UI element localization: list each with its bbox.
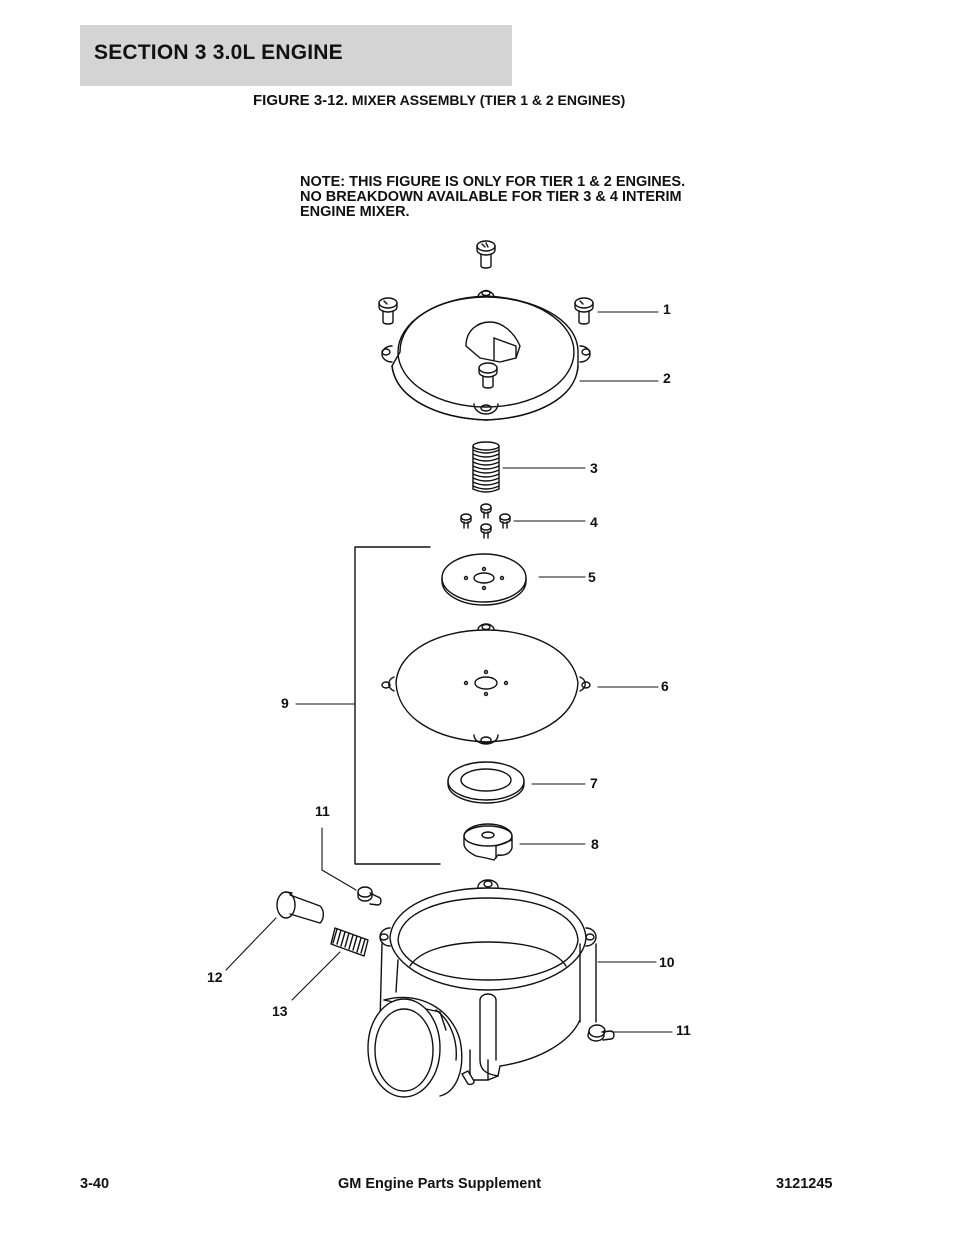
callout-6: 6: [661, 678, 669, 694]
callout-2: 2: [663, 370, 671, 386]
diaphragm-icon: [381, 623, 591, 745]
screw-icon: [574, 297, 594, 325]
callout-13: 13: [272, 1003, 288, 1019]
screw-icon: [378, 297, 398, 325]
callout-5: 5: [588, 569, 596, 585]
page-number: 3-40: [80, 1176, 110, 1192]
small-screw-icon: [499, 513, 511, 529]
figure-caption: MIXER ASSEMBLY (TIER 1 & 2 ENGINES): [351, 92, 626, 108]
callout-11-upper: 11: [315, 803, 330, 819]
screw-icon: [357, 886, 382, 906]
document-number: 3121245: [776, 1176, 833, 1192]
section-header: SECTION 3 3.0L ENGINE: [80, 25, 512, 86]
section-title: SECTION 3 3.0L ENGINE: [94, 41, 343, 64]
assembly-bracket: [354, 546, 441, 865]
callout-4: 4: [590, 514, 598, 530]
callout-labels: 1 2 3 4 5 6 9 7 8 11 10 12 11 13: [207, 301, 691, 1038]
callout-11-lower: 11: [676, 1022, 691, 1038]
leader-lines: [225, 311, 673, 1033]
top-cover-icon: [381, 289, 591, 421]
screw-icon: [478, 362, 498, 389]
callout-1: 1: [663, 301, 671, 317]
figure-note: NOTE: THIS FIGURE IS ONLY FOR TIER 1 & 2…: [300, 175, 685, 220]
callout-7: 7: [590, 775, 598, 791]
spring-icon: [472, 441, 500, 493]
callout-10: 10: [659, 954, 675, 970]
screw-icon: [476, 240, 496, 269]
diaphragm-plate-icon: [441, 553, 527, 606]
small-screw-icon: [480, 503, 492, 519]
callout-3: 3: [590, 460, 598, 476]
note-line: NOTE: THIS FIGURE IS ONLY FOR TIER 1 & 2…: [300, 174, 686, 190]
screw-icon: [587, 1024, 615, 1042]
callout-9: 9: [281, 695, 289, 711]
callout-12: 12: [207, 969, 223, 985]
note-line: NO BREAKDOWN AVAILABLE FOR TIER 3 & 4 IN…: [300, 189, 682, 205]
mixer-body-icon: [367, 879, 597, 1098]
callout-8: 8: [591, 836, 599, 852]
figure-title: FIGURE 3-12. MIXER ASSEMBLY (TIER 1 & 2 …: [253, 92, 625, 109]
document-title: GM Engine Parts Supplement: [338, 1176, 542, 1192]
figure-label: FIGURE 3-12.: [253, 92, 349, 109]
gasket-ring-icon: [447, 761, 525, 804]
small-screw-icon: [480, 523, 492, 539]
stem-icon: [276, 891, 325, 924]
small-screw-icon: [460, 513, 472, 529]
note-line: ENGINE MIXER.: [300, 204, 410, 220]
threaded-spring-icon: [330, 927, 369, 957]
valve-body-icon: [463, 823, 513, 861]
